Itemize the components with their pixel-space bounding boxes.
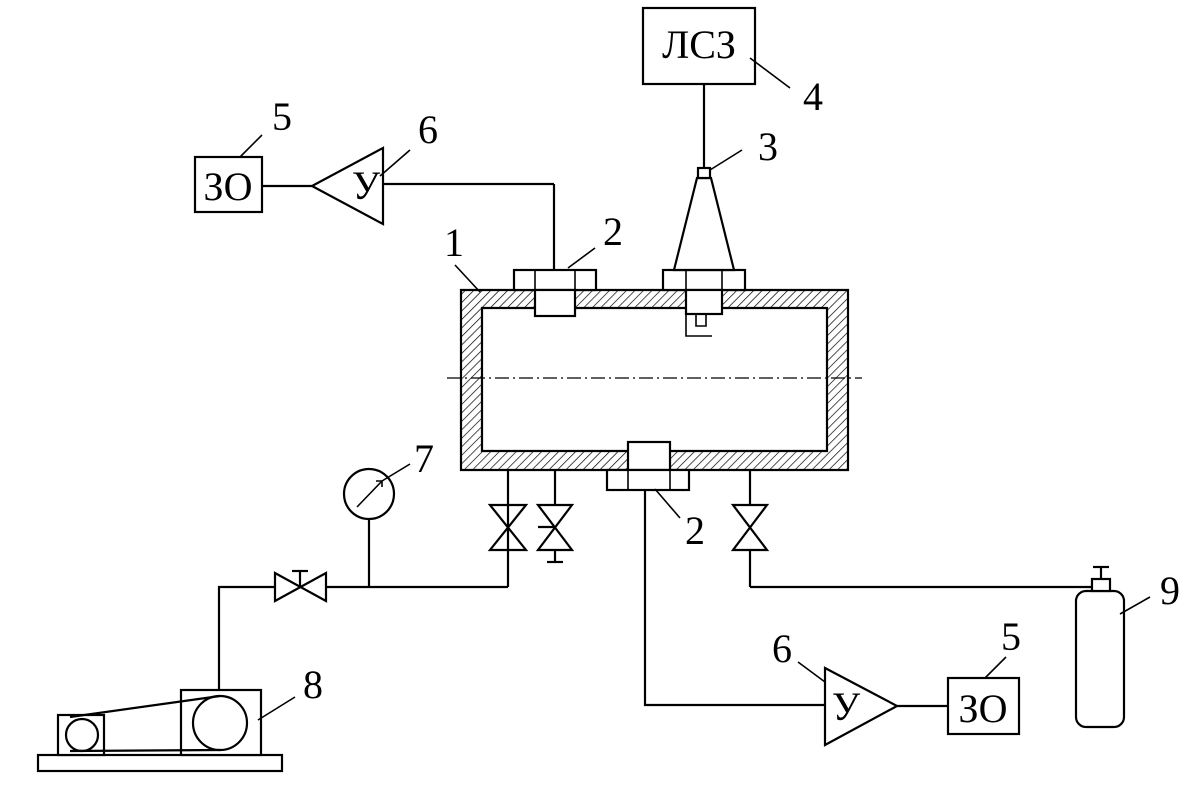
- laser-unit: ЛСЗ: [641, 6, 757, 86]
- callout-6-right: 6: [772, 626, 792, 671]
- amplifier-left-label: У: [352, 163, 381, 208]
- callout-numbers: 1 2 3 4 5 6 7 2 6 5 8 9: [272, 74, 1180, 707]
- callout-2-top: 2: [603, 209, 623, 254]
- amplifier-left: У: [262, 146, 554, 226]
- callout-3: 3: [758, 124, 778, 169]
- valve-pump-line: [487, 470, 529, 587]
- callout-7: 7: [414, 436, 434, 481]
- callout-9: 9: [1160, 568, 1180, 613]
- callout-8: 8: [303, 662, 323, 707]
- leader-lines: [239, 57, 1151, 721]
- amplifier-right: У: [823, 666, 948, 747]
- oscilloscope-left-label: ЗО: [204, 164, 253, 209]
- oscilloscope-right-label: ЗО: [959, 686, 1008, 731]
- callout-5-right: 5: [1001, 614, 1021, 659]
- vacuum-line: [217, 569, 508, 690]
- callout-5-left: 5: [272, 94, 292, 139]
- sensor-port-bottom: [605, 440, 825, 707]
- callout-6-left: 6: [418, 107, 438, 152]
- laser-unit-label: ЛСЗ: [662, 22, 736, 67]
- sensor-port-top: [512, 184, 598, 318]
- callout-1: 1: [444, 220, 464, 265]
- callout-4: 4: [803, 74, 823, 119]
- vacuum-pump: [36, 688, 284, 773]
- laser-probe: [661, 84, 747, 337]
- valve-vent: [535, 470, 575, 564]
- oscilloscope-left: ЗО: [193, 155, 264, 214]
- amplifier-right-label: У: [832, 684, 861, 729]
- gas-cylinder: [1074, 565, 1126, 729]
- valve-gas-line: [730, 470, 1104, 589]
- oscilloscope-right: ЗО: [946, 676, 1021, 736]
- callout-2-bottom: 2: [685, 508, 705, 553]
- pressure-gauge: [342, 467, 396, 587]
